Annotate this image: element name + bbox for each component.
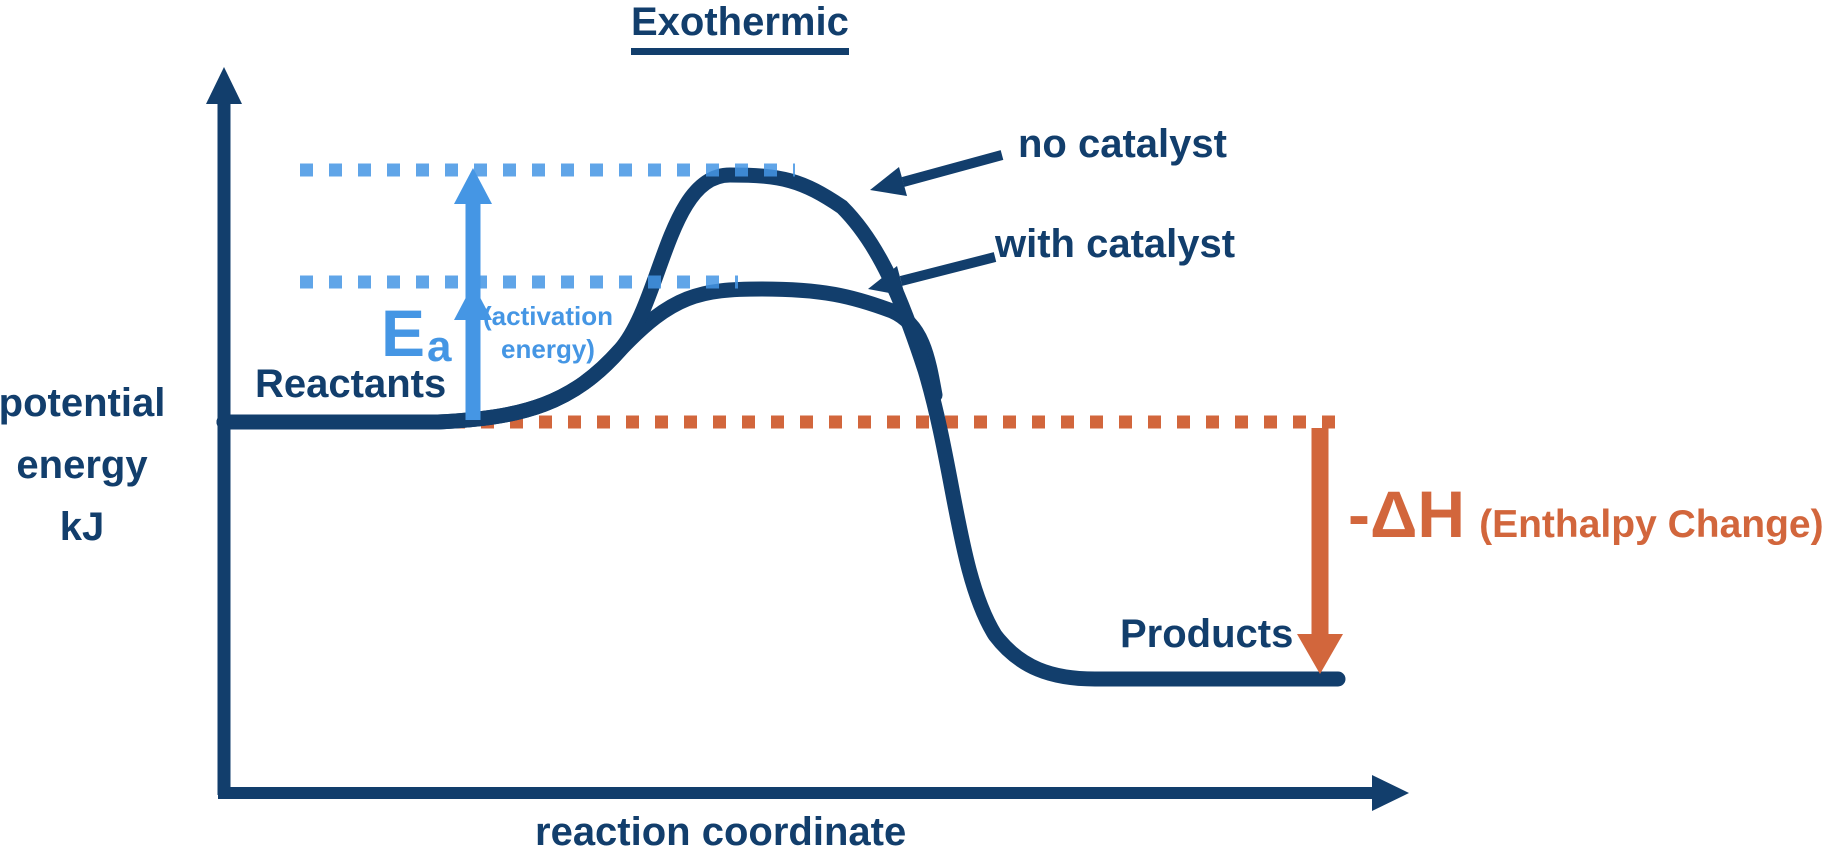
ea-symbol-main: E: [381, 296, 426, 370]
curve-no-catalyst: [216, 167, 1346, 687]
diagram-title: Exothermic: [631, 0, 849, 55]
with-catalyst-pointer-arrowhead-icon: [868, 266, 905, 296]
x-axis-arrowhead-icon: [1372, 775, 1409, 811]
activation-note-line1: (activation: [482, 301, 614, 331]
ea-symbol-subscript: a: [427, 322, 452, 371]
products-label: Products: [1120, 612, 1294, 656]
activation-energy-note: (activation energy): [478, 300, 618, 366]
with-catalyst-label: with catalyst: [995, 222, 1236, 266]
y-axis-label-line3: kJ: [59, 505, 105, 549]
activation-energy-arrowhead-top-icon: [454, 168, 492, 204]
no-catalyst-label: no catalyst: [1018, 122, 1227, 166]
y-axis-label-line1: potential: [0, 381, 166, 425]
no-catalyst-pointer-shaft: [901, 150, 1004, 187]
reactants-label: Reactants: [255, 362, 447, 406]
y-axis-label: potential energy kJ: [0, 372, 168, 558]
delta-h-symbol: -ΔH: [1348, 477, 1466, 551]
activation-energy-symbol: E a: [381, 296, 452, 371]
activation-note-line2: energy): [501, 334, 595, 364]
enthalpy-arrowhead-icon: [1297, 634, 1343, 674]
enthalpy-change-note: (Enthalpy Change): [1479, 503, 1823, 546]
enthalpy-change-label: -ΔH (Enthalpy Change): [1348, 476, 1823, 552]
y-axis-arrowhead-icon: [206, 67, 242, 104]
x-axis-label: reaction coordinate: [535, 810, 907, 854]
with-catalyst-pointer-shaft: [899, 252, 997, 286]
activation-energy-arrowhead-mid-icon: [454, 284, 492, 320]
y-axis-label-line2: energy: [16, 443, 148, 487]
no-catalyst-pointer-arrowhead-icon: [870, 167, 907, 196]
